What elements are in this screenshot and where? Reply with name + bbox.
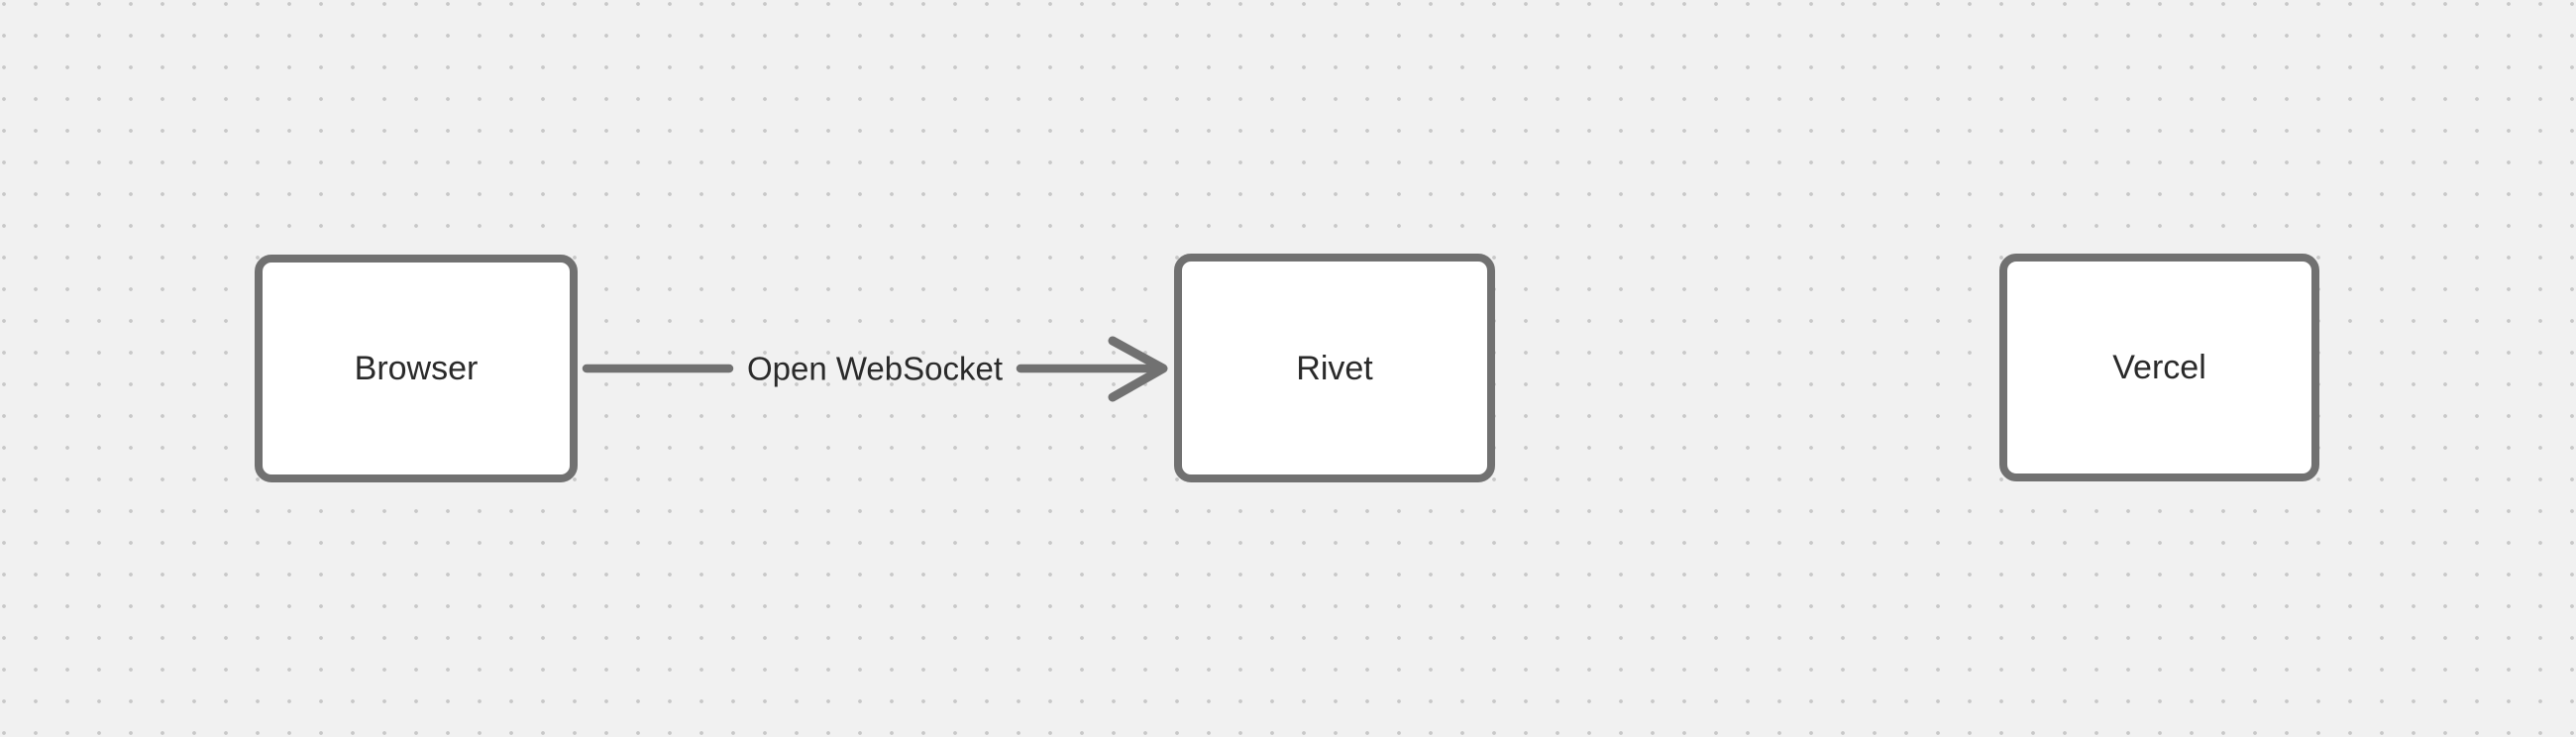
node-vercel[interactable]: Vercel [1999, 254, 2319, 481]
arrowhead-icon [1108, 336, 1168, 402]
node-rivet[interactable]: Rivet [1174, 254, 1495, 482]
node-rivet-label: Rivet [1296, 349, 1373, 387]
node-browser[interactable]: Browser [255, 255, 578, 482]
edge-label-open-websocket[interactable]: Open WebSocket [746, 350, 1004, 387]
node-vercel-label: Vercel [2112, 349, 2206, 386]
node-browser-label: Browser [354, 350, 479, 387]
